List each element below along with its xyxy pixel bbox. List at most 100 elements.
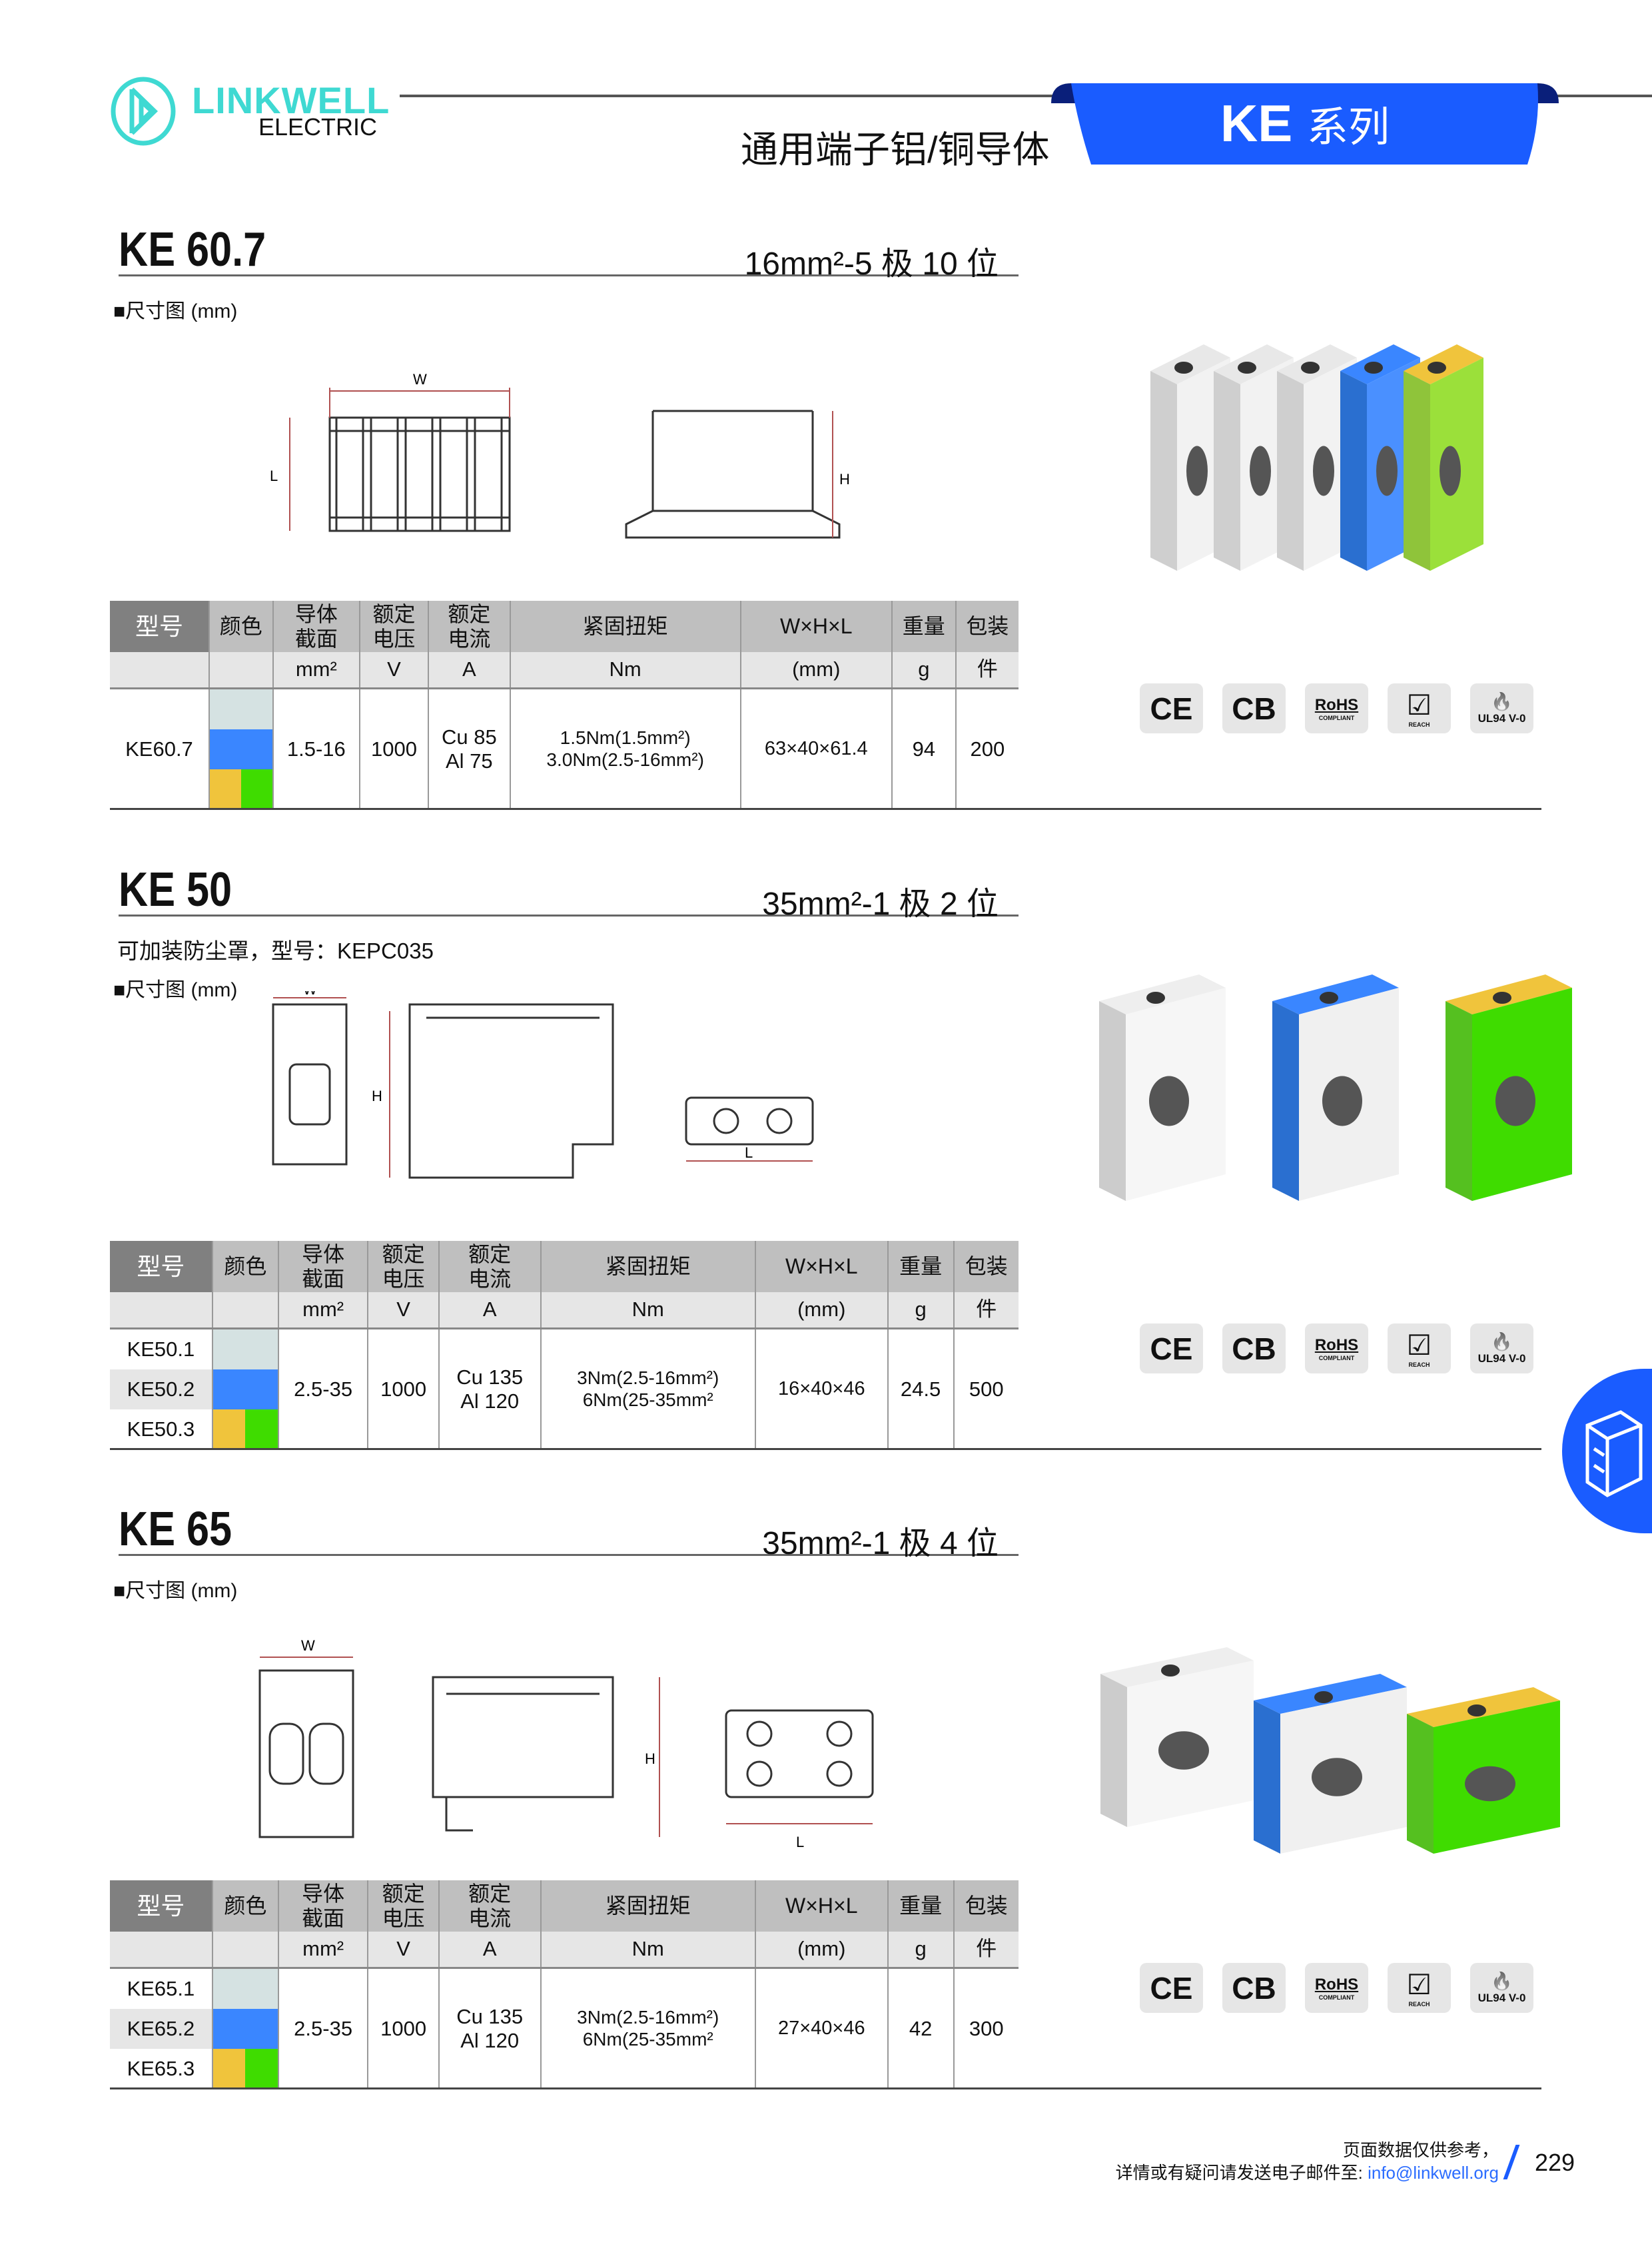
table-unit-cell: [208, 652, 273, 689]
model-cell: KE60.7: [125, 737, 193, 761]
current-value: Al 120: [460, 2028, 520, 2052]
product-photo: [1137, 271, 1523, 601]
table-unit-cell: A: [438, 1932, 541, 1969]
header-rule: [400, 95, 1652, 97]
table-header-cell: W×H×L: [754, 1241, 888, 1292]
table-header-cell: 额定 电压: [367, 1241, 439, 1292]
dimension-drawings: W H L: [253, 1631, 999, 1850]
torque-value: 3.0Nm(2.5-16mm²): [546, 749, 704, 770]
terminal-block: [1272, 974, 1399, 1201]
series-title: KE 系列: [1051, 93, 1559, 154]
terminal-block: [1099, 974, 1226, 1201]
cert-badge-ce: CE: [1140, 1963, 1203, 2013]
model-cell: KE50.2: [110, 1369, 212, 1409]
cert-label: CB: [1232, 1331, 1276, 1366]
cross-section-cell: 2.5-35: [277, 1968, 368, 2089]
section-spec: 35mm²-1 极 2 位: [762, 887, 999, 922]
check-icon: ☑: [1406, 1329, 1432, 1361]
current-value: Cu 135: [456, 1365, 524, 1389]
terminal-block: [1100, 1647, 1254, 1827]
table-unit-cell: 件: [953, 1932, 1019, 1969]
dimension-drawings: W L H: [253, 351, 999, 551]
table-unit-cell: Nm: [540, 1932, 755, 1969]
voltage-cell: 1000: [359, 688, 428, 809]
series-tab: [1051, 83, 1559, 165]
table-bottom-rule: [110, 2087, 1541, 2089]
torque-value: 6Nm(25-35mm²: [582, 2028, 713, 2050]
cert-badge-ce: CE: [1140, 1323, 1203, 1373]
dimension-label-l: L: [270, 468, 278, 484]
table-header-cell: 额定 电流: [438, 1241, 541, 1292]
table-header-cell: 紧固扭矩: [540, 1880, 755, 1932]
table-unit-cell: V: [367, 1932, 439, 1969]
cert-badge-cb: CB: [1222, 1963, 1286, 2013]
size-cell: 16×40×46: [754, 1328, 888, 1449]
dimension-label-w: W: [413, 371, 427, 388]
table-unit-cell: [110, 1292, 212, 1329]
color-swatch: [212, 1329, 278, 1369]
section-note: 可加装防尘罩，型号：KEPC035: [117, 938, 434, 963]
table-header-cell: 包装: [955, 601, 1019, 652]
table-unit-cell: (mm): [754, 1932, 888, 1969]
color-swatch: [212, 1968, 278, 2009]
table-unit-cell: mm²: [277, 1292, 368, 1329]
brand-name: LINKWELL: [192, 79, 390, 121]
table-unit-cell: [110, 652, 209, 689]
cert-label: CB: [1232, 1970, 1276, 2006]
cert-sublabel: COMPLIANT: [1318, 1354, 1355, 1361]
table-header-cell: 包装: [953, 1880, 1019, 1932]
torque-value: 3Nm(2.5-16mm²): [577, 2007, 719, 2028]
section-title: KE 60.7: [119, 223, 266, 276]
table-unit-cell: (mm): [754, 1292, 888, 1329]
table-bottom-rule: [110, 1448, 1541, 1450]
terminal-block: [1407, 1687, 1560, 1854]
table-header-cell: W×H×L: [754, 1880, 888, 1932]
flame-icon: 🔥: [1491, 1331, 1513, 1351]
current-value: Al 120: [460, 1389, 520, 1413]
cert-badge-cb: CB: [1222, 683, 1286, 733]
cert-badge-reach: ☑REACH: [1388, 1963, 1451, 2013]
cross-section-cell: 2.5-35: [277, 1328, 368, 1449]
voltage-cell: 1000: [367, 1968, 439, 2089]
dimension-label-l: L: [745, 1144, 753, 1161]
color-cell: [208, 688, 273, 809]
color-cell: [211, 1369, 278, 1409]
table-unit-cell: mm²: [272, 652, 360, 689]
table-header-cell: 紧固扭矩: [540, 1241, 755, 1292]
cert-badge-reach: ☑REACH: [1388, 1323, 1451, 1373]
current-value: Al 75: [446, 749, 493, 773]
page-number: 229: [1535, 2149, 1575, 2176]
table-unit-cell: mm²: [277, 1932, 368, 1969]
cert-label: UL94 V-0: [1477, 712, 1526, 725]
color-cell: [211, 1328, 278, 1369]
torque-cell: 3Nm(2.5-16mm²)6Nm(25-35mm²: [540, 1328, 755, 1449]
footer-email-link[interactable]: info@linkwell.org: [1368, 2163, 1499, 2183]
section-rule: [119, 274, 1019, 276]
cert-label: RoHS: [1314, 695, 1359, 714]
check-icon: ☑: [1406, 689, 1432, 721]
dimension-label-l: L: [796, 1834, 804, 1850]
color-swatch: [209, 689, 272, 729]
cert-label: REACH: [1408, 721, 1430, 728]
table-header-cell: 颜色: [211, 1880, 278, 1932]
package-cell: 200: [955, 688, 1019, 809]
table-unit-cell: [211, 1932, 278, 1969]
section-spec: 35mm²-1 极 4 位: [762, 1526, 999, 1561]
cert-label: CE: [1150, 691, 1193, 726]
product-photo: [1094, 1621, 1560, 1864]
table-header-cell: 重量: [887, 1880, 954, 1932]
table-header-cell: W×H×L: [739, 601, 892, 652]
table-header-cell: 颜色: [208, 601, 273, 652]
torque-cell: 3Nm(2.5-16mm²)6Nm(25-35mm²: [540, 1968, 755, 2089]
table-row: KE65.3: [110, 2048, 1019, 2089]
table-unit-cell: [110, 1932, 212, 1969]
